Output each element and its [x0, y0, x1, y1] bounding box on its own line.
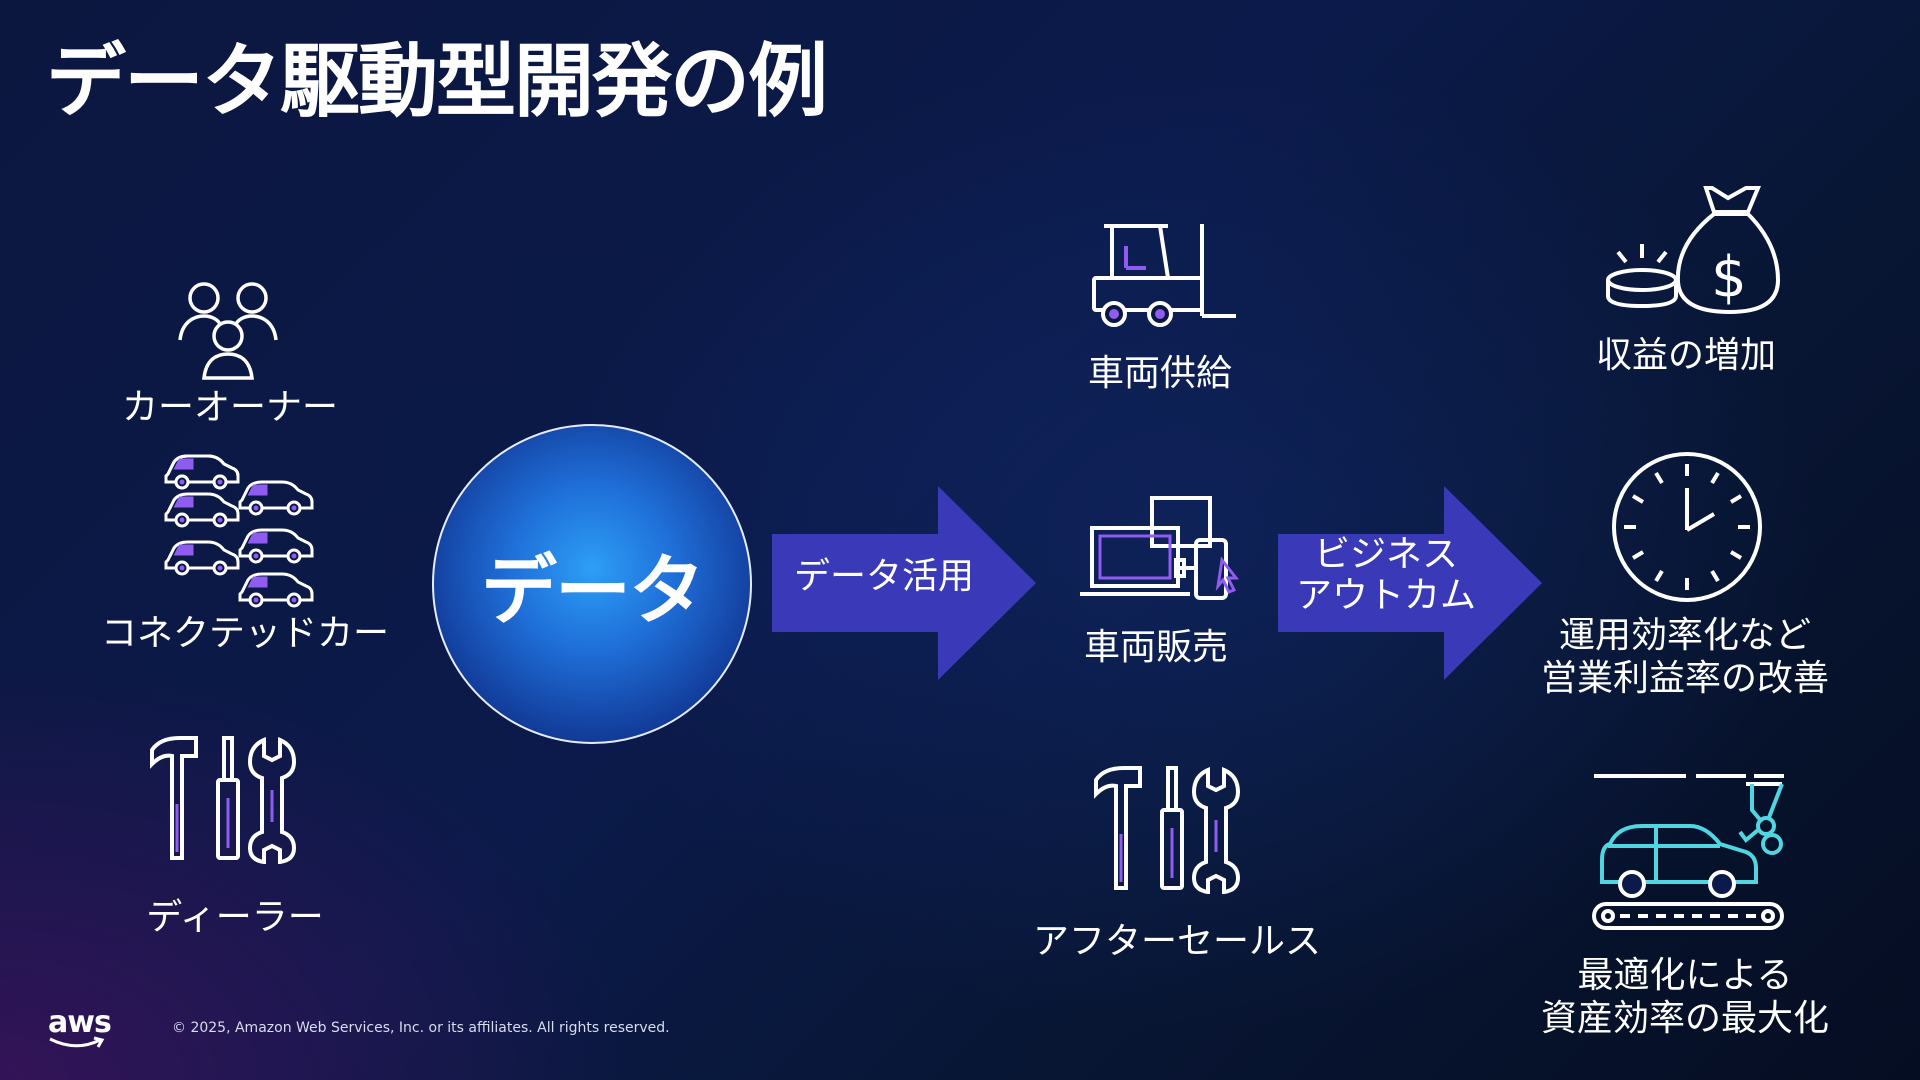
clock-icon — [1610, 450, 1764, 604]
dealer-tools-icon — [148, 734, 300, 864]
operating-margin-line2: 営業利益率の改善 — [1540, 658, 1829, 700]
vehicle-supply-label: 車両供給 — [1087, 353, 1232, 394]
data-circle: データ — [432, 424, 752, 744]
business-outcome-line2: アウトカム — [1295, 575, 1476, 617]
connected-cars-icon — [162, 452, 322, 612]
asset-efficiency-label: 最適化による 資産効率の最大化 — [1530, 954, 1840, 1040]
people-icon — [176, 278, 280, 382]
revenue-increase-label: 収益の増加 — [1595, 335, 1776, 376]
operating-margin-label: 運用効率化など 営業利益率の改善 — [1530, 614, 1840, 700]
aws-smile-icon — [49, 1036, 105, 1048]
data-utilization-arrow — [772, 486, 1036, 684]
copyright-notice: © 2025, Amazon Web Services, Inc. or its… — [172, 1020, 670, 1036]
business-outcome-arrow — [1278, 486, 1542, 684]
vehicle-sales-label: 車両販売 — [1083, 627, 1228, 668]
forklift-icon — [1090, 220, 1238, 330]
data-utilization-label: データ活用 — [793, 556, 974, 597]
svg-text:$: $ — [1711, 245, 1747, 310]
page-title: データ駆動型開発の例 — [46, 35, 828, 128]
connected-car-label: コネクテッドカー — [100, 613, 389, 654]
dealer-label: ディーラー — [146, 897, 324, 938]
asset-efficiency-line2: 資産効率の最大化 — [1540, 998, 1829, 1040]
aws-logo-text: aws — [48, 1005, 112, 1040]
business-outcome-line1: ビジネス — [1313, 534, 1458, 575]
business-outcome-label: ビジネス アウトカム — [1286, 534, 1486, 617]
operating-margin-line1: 運用効率化など — [1558, 615, 1811, 656]
car-assembly-icon — [1590, 770, 1786, 938]
car-owner-label: カーオーナー — [121, 387, 338, 428]
after-sales-tools-icon — [1092, 764, 1244, 894]
after-sales-label: アフターセールス — [1032, 921, 1321, 962]
aws-logo: aws — [48, 1005, 112, 1050]
data-circle-label: データ — [481, 546, 705, 635]
asset-efficiency-line1: 最適化による — [1577, 955, 1793, 996]
money-bag-icon: $ — [1602, 184, 1782, 320]
devices-icon — [1078, 494, 1242, 602]
